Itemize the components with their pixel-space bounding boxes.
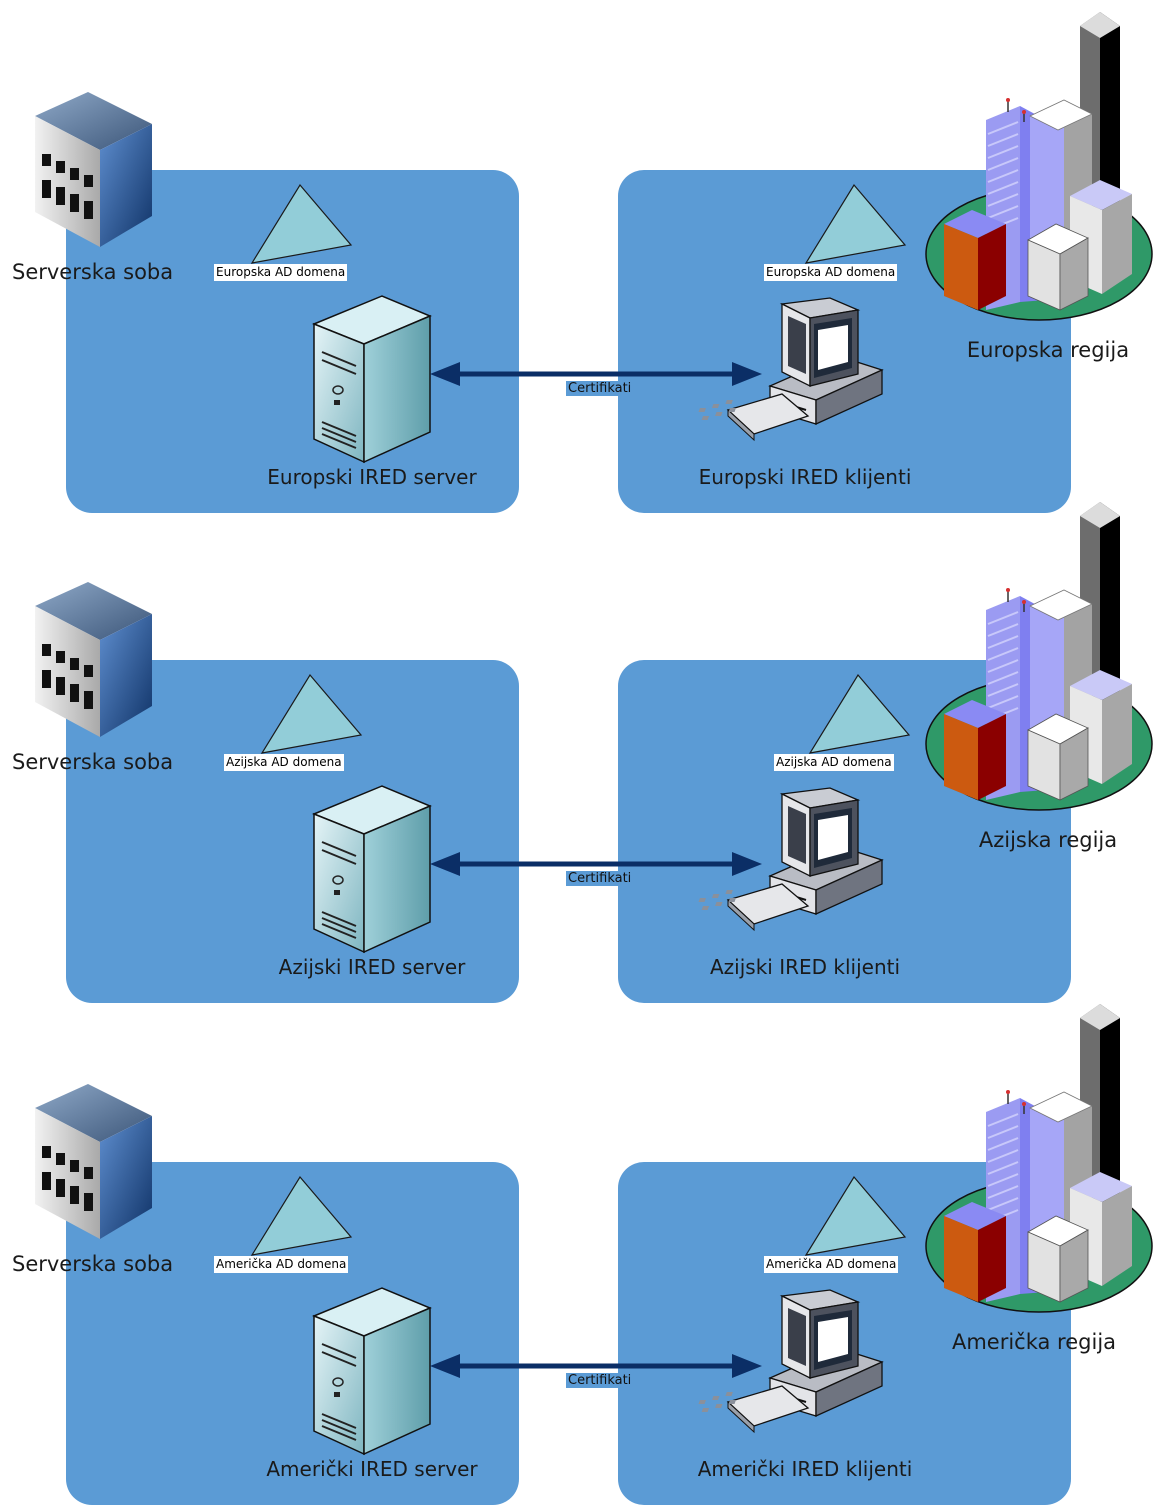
client-label: Azijski IRED klijenti (709, 955, 901, 979)
ad-domain-icon (804, 183, 907, 264)
region-label: Američka regija (951, 1330, 1117, 1354)
ad-domain-label: Azijska AD domena (774, 754, 894, 771)
city-region-icon (925, 502, 1153, 811)
ad-domain-icon (808, 673, 911, 754)
region-label: Azijska regija (978, 828, 1118, 852)
server-room-label: Serverska soba (12, 750, 174, 774)
server-tower-icon (312, 295, 432, 464)
server-label: Azijski IRED server (278, 955, 466, 979)
city-region-icon (925, 1004, 1153, 1313)
ad-domain-icon (250, 1175, 353, 1256)
ad-domain-label: Europska AD domena (214, 264, 348, 281)
client-label: Europski IRED klijenti (698, 465, 912, 489)
ad-domain-icon (260, 673, 363, 754)
ad-domain-icon (804, 1175, 907, 1256)
certificate-link-arrow (430, 362, 762, 386)
site-row-america: Serverska soba Američka AD domena Američ… (0, 992, 1159, 1505)
client-workstation-icon (698, 1289, 884, 1434)
server-label: Američki IRED server (266, 1457, 478, 1481)
server-label: Europski IRED server (267, 465, 477, 489)
certificate-link-label: Certifikati (566, 381, 634, 396)
site-row-asia: Serverska soba Azijska AD domena Azijska… (0, 490, 1159, 1003)
certificate-link-label: Certifikati (566, 871, 634, 886)
ad-domain-label: Američka AD domena (764, 1256, 899, 1273)
office-building-icon (35, 1084, 152, 1239)
client-workstation-icon (698, 787, 884, 932)
region-label: Europska regija (966, 338, 1130, 362)
server-room-label: Serverska soba (12, 260, 174, 284)
office-building-icon (35, 582, 152, 737)
server-tower-icon (312, 1287, 432, 1456)
certificate-link-arrow (430, 1354, 762, 1378)
client-label: Američki IRED klijenti (697, 1457, 913, 1481)
city-region-icon (925, 12, 1153, 321)
certificate-link-label: Certifikati (566, 1373, 634, 1388)
server-tower-icon (312, 785, 432, 954)
ad-domain-label: Američka AD domena (214, 1256, 349, 1273)
ad-domain-icon (250, 183, 353, 264)
ad-domain-label: Europska AD domena (764, 264, 898, 281)
server-room-label: Serverska soba (12, 1252, 174, 1276)
client-workstation-icon (698, 297, 884, 442)
ad-domain-label: Azijska AD domena (224, 754, 344, 771)
site-row-europe: Serverska soba Europska AD domena Europs… (0, 0, 1159, 513)
certificate-link-arrow (430, 852, 762, 876)
office-building-icon (35, 92, 152, 247)
